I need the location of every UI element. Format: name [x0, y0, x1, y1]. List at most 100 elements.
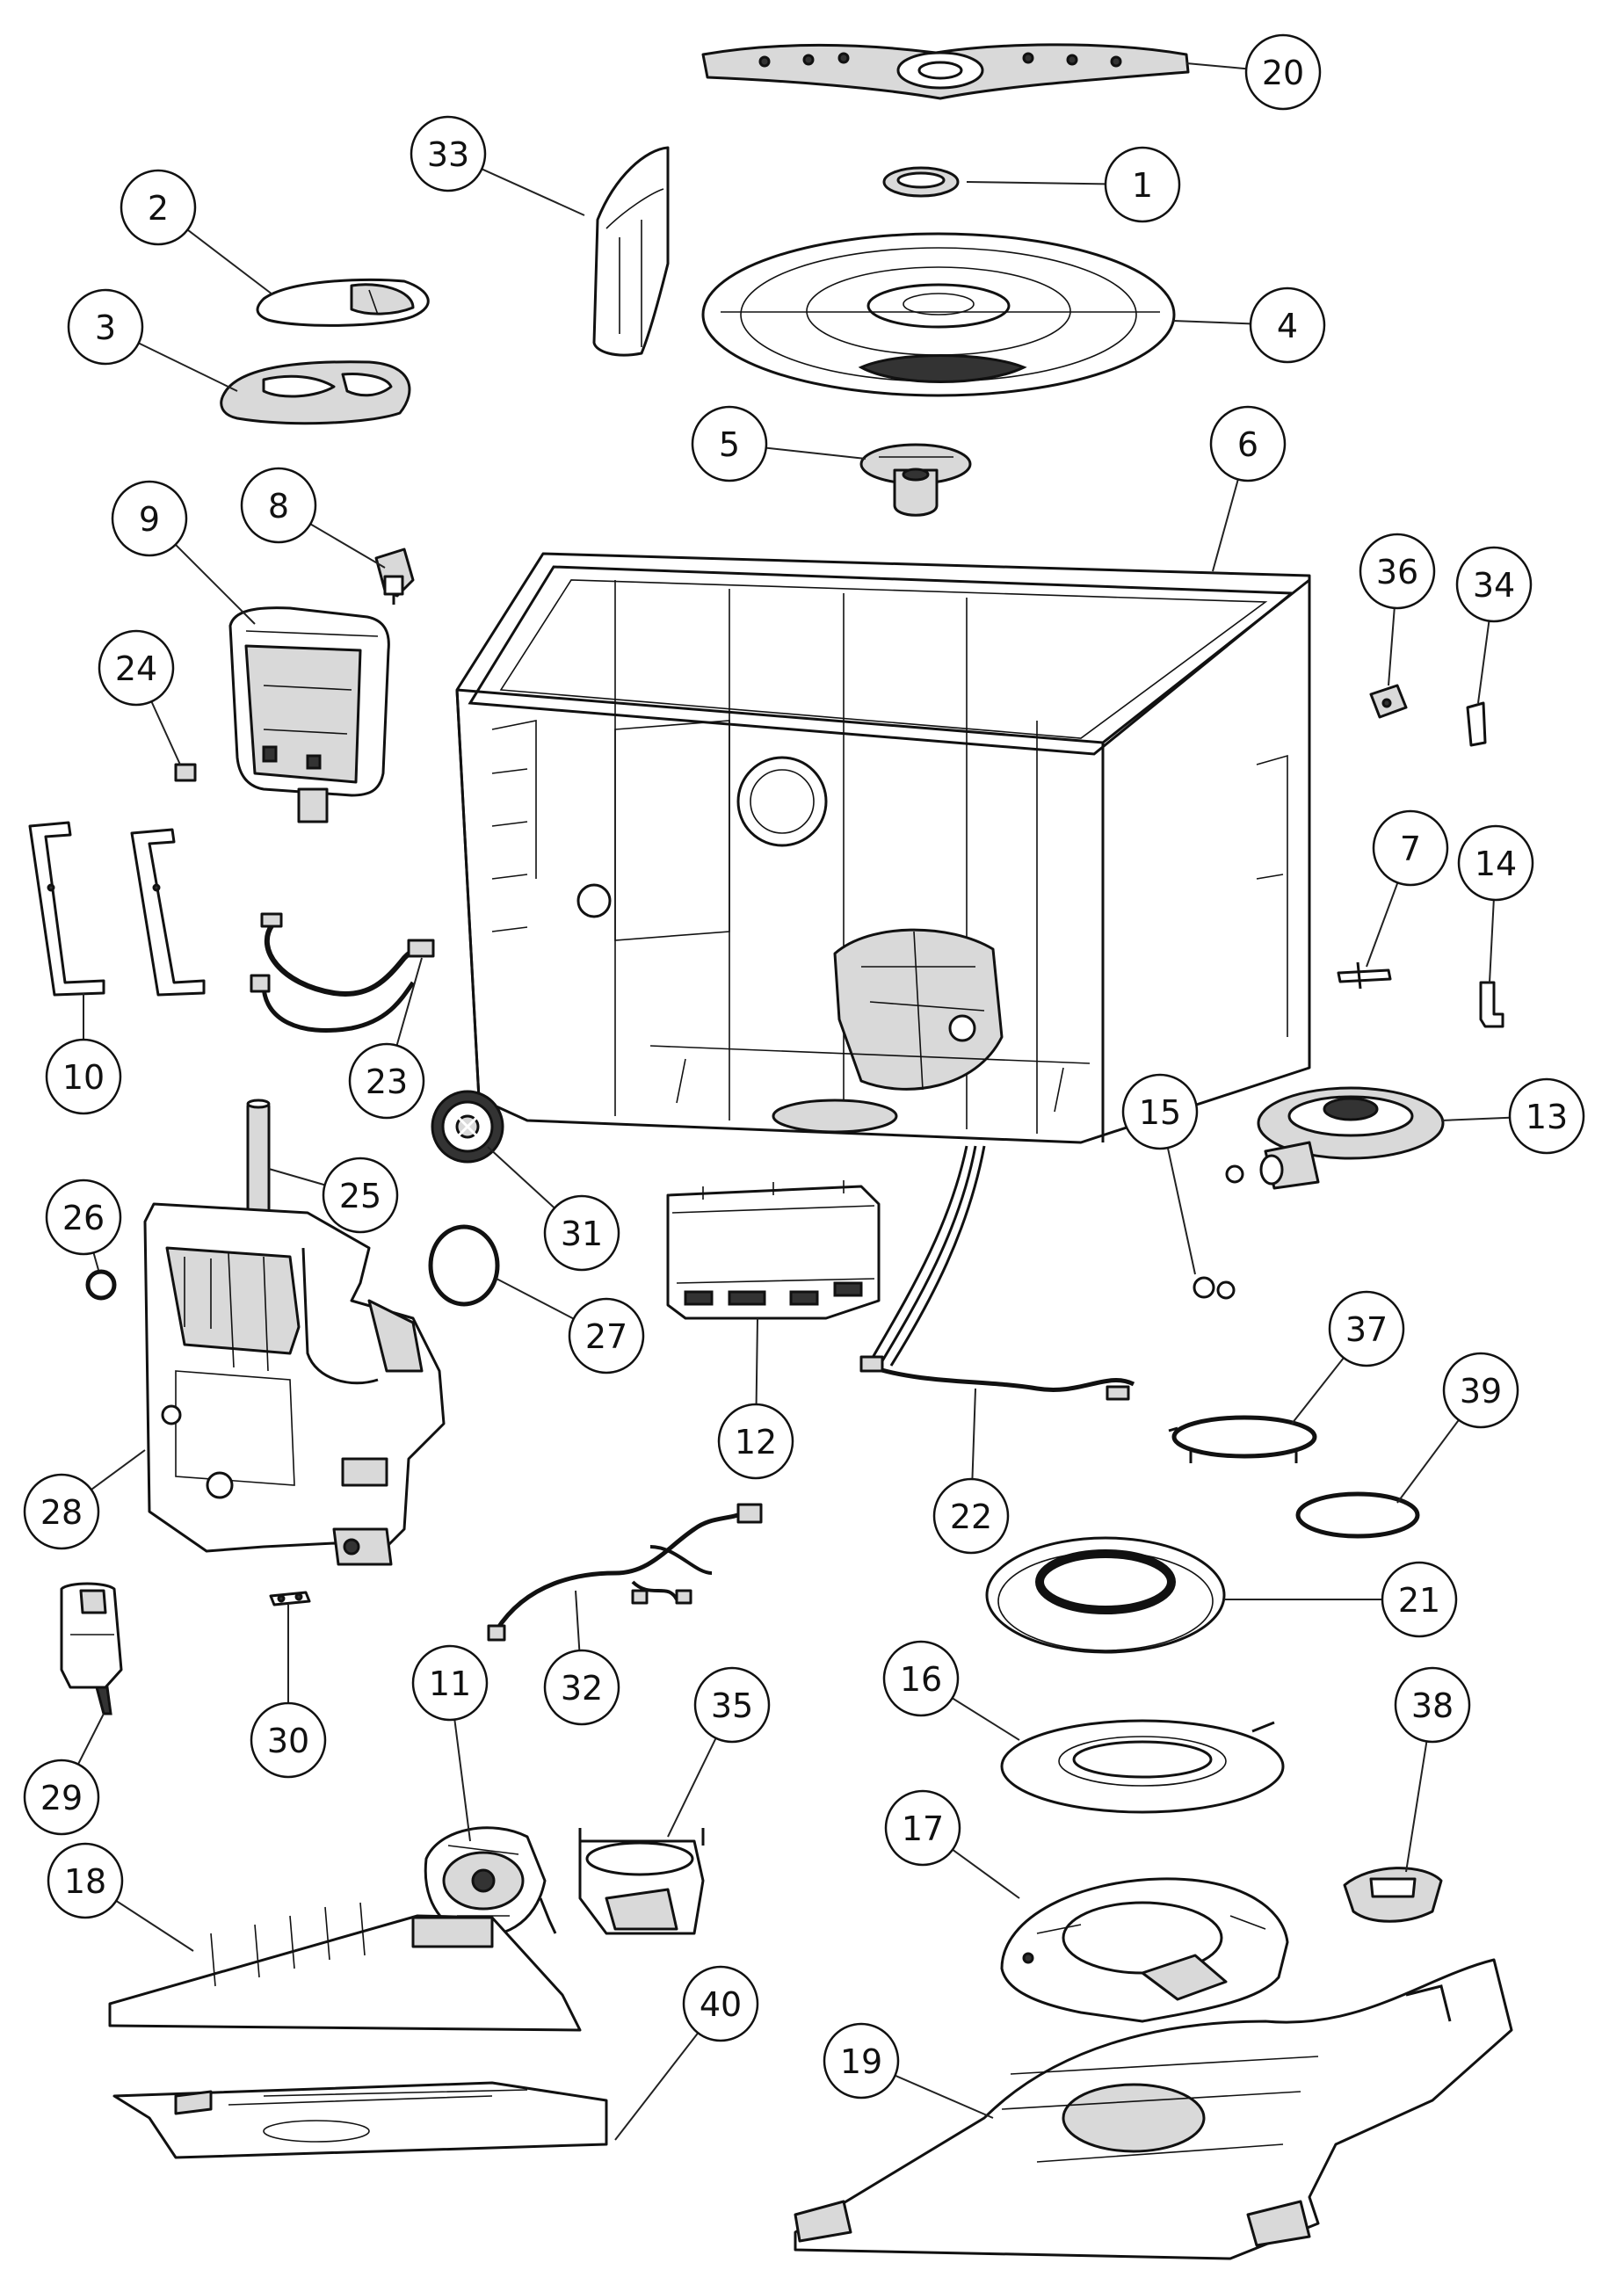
part-drain-pump-impeller [431, 1090, 504, 1164]
callout-number-18: 18 [64, 1862, 106, 1901]
leader-line-23 [395, 957, 423, 1046]
callout-number-39: 39 [1460, 1372, 1502, 1411]
leader-line-32 [575, 1590, 581, 1651]
leader-line-3 [138, 342, 238, 392]
callout-number-38: 38 [1411, 1686, 1454, 1725]
callout-2: 2 [120, 169, 197, 246]
part-wire-harness-22 [859, 1145, 1135, 1401]
callout-number-2: 2 [148, 189, 169, 228]
leader-line-24 [150, 700, 181, 765]
part-large-ring-21 [985, 1536, 1226, 1654]
part-o-ring-27 [428, 1224, 500, 1307]
callout-circle-19 [823, 2022, 900, 2100]
callout-8: 8 [240, 467, 317, 544]
callout-12: 12 [717, 1403, 794, 1480]
callout-number-28: 28 [40, 1493, 83, 1532]
leader-line-5 [765, 446, 866, 460]
callout-number-6: 6 [1237, 425, 1258, 464]
part-base-pan-19 [794, 1958, 1513, 2260]
callout-circle-2 [120, 169, 197, 246]
callout-circle-40 [682, 1965, 759, 2042]
callout-circle-37 [1328, 1290, 1405, 1367]
callout-circle-33 [410, 115, 487, 192]
callout-circle-31 [543, 1194, 620, 1272]
callout-33: 33 [410, 115, 487, 192]
callout-number-23: 23 [366, 1062, 408, 1101]
callout-number-1: 1 [1132, 166, 1153, 205]
callout-number-29: 29 [40, 1779, 83, 1817]
part-circulation-motor [859, 443, 972, 517]
part-sump-plate-17 [1000, 1877, 1289, 2023]
leader-line-8 [309, 523, 386, 569]
callout-number-25: 25 [339, 1177, 381, 1215]
leader-line-11 [453, 1719, 471, 1842]
callout-13: 13 [1508, 1077, 1585, 1155]
part-base-front-18 [108, 1897, 582, 2032]
part-wire-harness-32 [487, 1503, 763, 1642]
callout-number-22: 22 [950, 1498, 992, 1536]
part-gasket-39 [1295, 1491, 1420, 1539]
leader-line-16 [952, 1697, 1020, 1741]
callout-number-14: 14 [1475, 845, 1517, 883]
callout-number-31: 31 [561, 1215, 603, 1253]
callout-circle-4 [1249, 286, 1326, 364]
leader-line-9 [174, 543, 256, 625]
callout-31: 31 [543, 1194, 620, 1272]
leader-line-20 [1185, 62, 1247, 70]
callout-circle-20 [1244, 33, 1322, 111]
part-heater-29 [60, 1582, 123, 1715]
callout-32: 32 [543, 1649, 620, 1726]
callout-number-12: 12 [735, 1423, 777, 1461]
leader-line-28 [91, 1449, 146, 1490]
leader-line-25 [268, 1168, 325, 1186]
part-sump-housing [143, 1202, 446, 1566]
leader-line-31 [487, 1146, 555, 1209]
leader-line-39 [1396, 1419, 1460, 1504]
part-pump-housing-11 [424, 1826, 547, 1937]
callout-number-5: 5 [719, 425, 740, 464]
callout-circle-28 [23, 1473, 100, 1550]
part-base-rear-40 [112, 2081, 608, 2159]
part-clip-30 [269, 1591, 311, 1606]
part-upper-spray-arm [701, 43, 1190, 100]
part-u-clip-14 [1479, 981, 1504, 1028]
part-drain-pump [1225, 1086, 1445, 1190]
part-wire-harness-23 [250, 912, 435, 1033]
callout-16: 16 [882, 1640, 960, 1717]
leader-line-6 [1212, 479, 1239, 572]
leader-line-29 [77, 1713, 105, 1765]
part-valve [374, 548, 415, 605]
part-34 [1466, 701, 1487, 747]
callout-3: 3 [67, 288, 144, 366]
callout-circle-14 [1457, 824, 1534, 902]
callout-circle-30 [250, 1701, 327, 1779]
callout-27: 27 [568, 1297, 645, 1374]
callout-number-11: 11 [429, 1664, 471, 1703]
callout-number-17: 17 [902, 1809, 944, 1848]
callout-circle-11 [411, 1644, 489, 1722]
callout-circle-29 [23, 1759, 100, 1836]
callout-circle-12 [717, 1403, 794, 1480]
callout-29: 29 [23, 1759, 100, 1836]
callout-circle-39 [1442, 1352, 1519, 1429]
part-36 [1369, 684, 1408, 719]
callout-number-9: 9 [139, 500, 160, 539]
callout-36: 36 [1359, 533, 1436, 610]
leader-line-22 [971, 1388, 976, 1480]
callout-circle-21 [1381, 1561, 1458, 1638]
callout-circle-36 [1359, 533, 1436, 610]
callout-number-3: 3 [95, 308, 116, 347]
callout-11: 11 [411, 1644, 489, 1722]
part-cover-2 [256, 278, 430, 327]
callout-circle-17 [884, 1789, 961, 1867]
callout-23: 23 [348, 1042, 425, 1120]
callout-4: 4 [1249, 286, 1326, 364]
callout-circle-15 [1121, 1073, 1199, 1150]
callout-circle-10 [45, 1038, 122, 1115]
callout-leaders [77, 62, 1511, 2141]
callout-number-20: 20 [1262, 54, 1304, 92]
callout-circle-9 [111, 480, 188, 557]
callout-19: 19 [823, 2022, 900, 2100]
callout-34: 34 [1455, 546, 1533, 623]
